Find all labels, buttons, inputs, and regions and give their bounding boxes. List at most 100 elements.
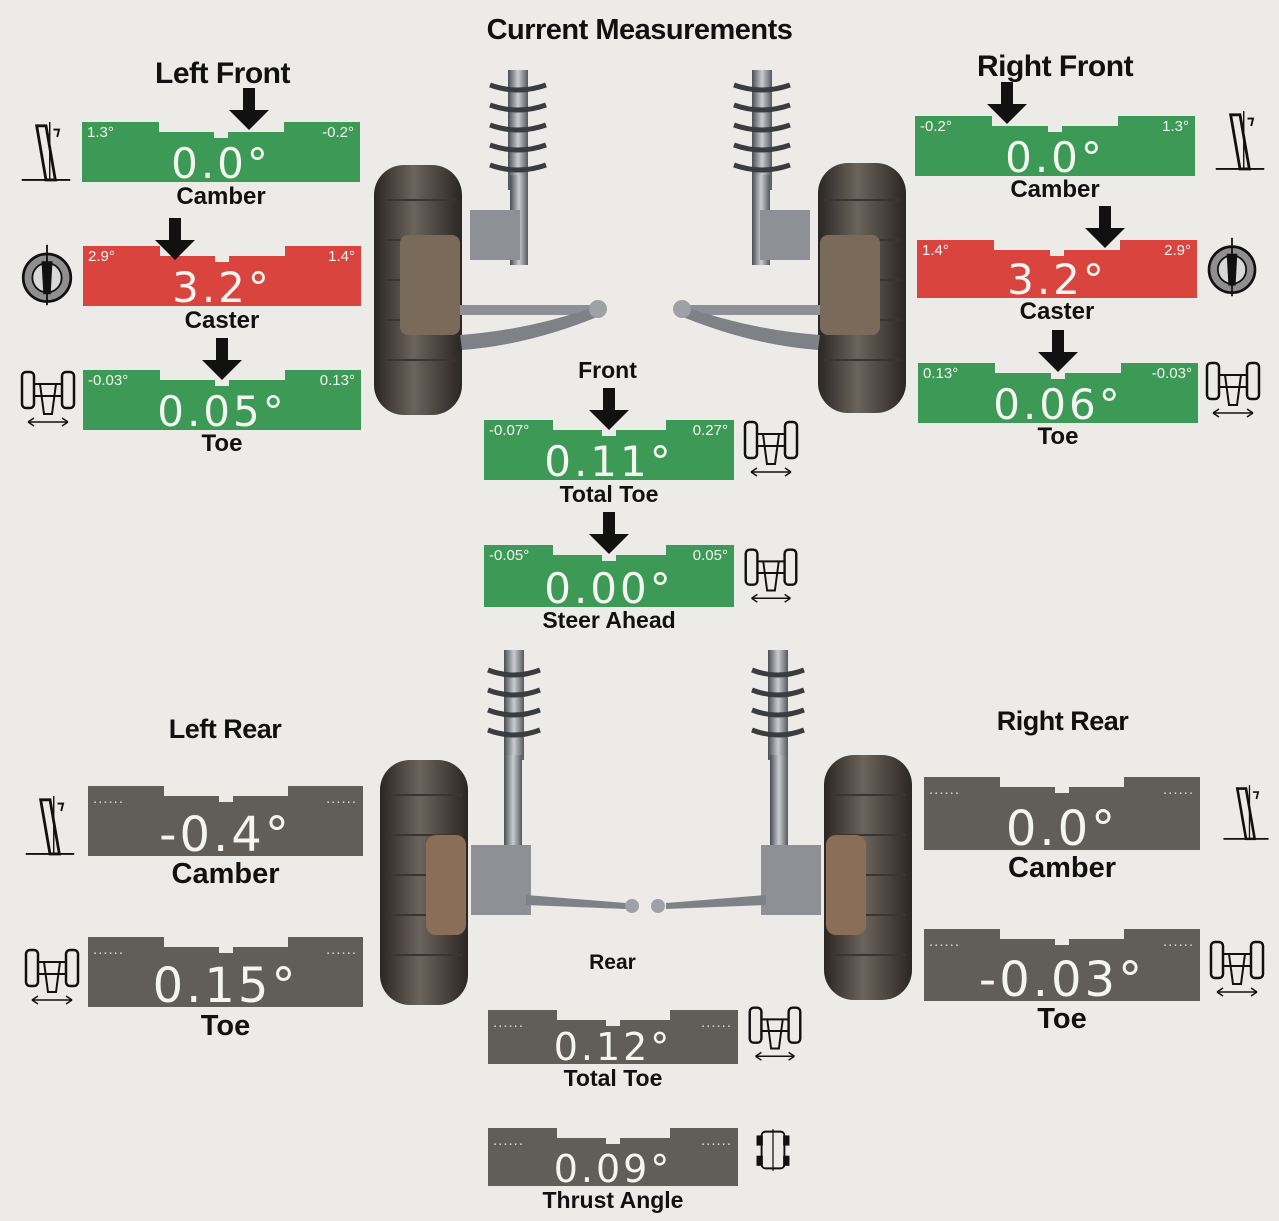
rear-total-toe-gauge: ............ 0.12° — [488, 1010, 738, 1069]
right-front-camber-gauge: -0.2°1.3°0.0° — [915, 116, 1195, 182]
rear-label: Rear — [589, 951, 636, 974]
left-rear-camber-min-limit: ...... — [93, 790, 125, 807]
right-front-caster-pointer-arrow — [1085, 206, 1125, 248]
left-front-caster-pointer-arrow — [155, 218, 195, 260]
toe-icon — [20, 370, 76, 427]
left-front-camber-pointer-arrow — [229, 88, 269, 130]
steer-ahead-label: Steer Ahead — [542, 607, 676, 633]
right-front-toe-min-limit: 0.13° — [923, 365, 959, 382]
right-rear-tire — [824, 755, 912, 1000]
front-total-toe-pointer-arrow — [589, 388, 629, 430]
rear-total-toe-icon — [748, 1006, 802, 1061]
thrust-angle-min-limit: ...... — [493, 1132, 525, 1149]
right-front-toe-gauge: 0.13° -0.03° 0.06° — [918, 363, 1198, 429]
steer-ahead-min-limit: -0.05° — [489, 547, 530, 564]
left-front-caster-max-limit: 1.4° — [328, 248, 355, 265]
right-front-camber-min-limit: -0.2° — [920, 118, 952, 135]
right-rear-camber-gauge: ............ 0.0° — [924, 777, 1200, 857]
front-total-toe-label: Total Toe — [559, 481, 659, 507]
right-rear-camber-value: 0.0° — [1005, 801, 1119, 857]
left-front-strut — [460, 70, 607, 350]
left-front-toe-pointer-arrow — [202, 338, 242, 380]
front-total-toe-min-limit: -0.07° — [489, 422, 530, 439]
right-rear-camber-min-limit: ...... — [929, 781, 961, 798]
left-rear-strut — [471, 650, 639, 915]
right-front-toe-pointer-arrow — [1038, 330, 1078, 372]
steer-ahead-icon — [744, 548, 798, 603]
toe-icon — [1205, 361, 1261, 418]
left-rear-toe-value: 0.15° — [152, 958, 299, 1014]
left-rear-toe-max-limit: ...... — [325, 941, 357, 958]
right-rear-camber-max-limit: ...... — [1162, 781, 1194, 798]
left-front-toe-value: 0.05° — [157, 387, 287, 436]
right-rear-title: Right Rear — [996, 706, 1129, 736]
left-front-caster-gauge: 2.9° 1.4° 3.2° — [83, 246, 361, 312]
front-total-toe-value: 0.11° — [544, 437, 674, 486]
right-front-strut — [673, 70, 820, 350]
left-front-camber-value: 0.0° — [171, 139, 271, 188]
right-front-toe-max-limit: -0.03° — [1151, 365, 1192, 382]
front-suspension-illustration — [374, 70, 906, 415]
left-front-toe-min-limit: -0.03° — [88, 372, 129, 389]
front-label: Front — [578, 357, 637, 383]
right-rear-camber-label: Camber — [1008, 852, 1116, 884]
toe-icon — [1209, 940, 1265, 997]
left-front-camber-max-limit: -0.2° — [322, 124, 354, 141]
left-front-caster-min-limit: 2.9° — [88, 248, 115, 265]
right-rear-toe-min-limit: ...... — [929, 933, 961, 950]
right-rear-toe-value: -0.03° — [978, 952, 1146, 1008]
rear-total-toe-value: 0.12° — [553, 1025, 673, 1069]
camber-icon — [1215, 111, 1265, 171]
left-front-toe-label: Toe — [201, 430, 243, 457]
camber-icon — [25, 796, 75, 856]
left-rear-camber-gauge: ............-0.4° — [88, 786, 363, 863]
rear-suspension-illustration — [380, 650, 912, 1005]
total-toe-icon — [743, 420, 799, 477]
thrust-angle-value: 0.09° — [553, 1147, 673, 1191]
front-total-toe-max-limit: 0.27° — [692, 422, 728, 439]
right-front-camber-value: 0.0° — [1005, 133, 1105, 182]
left-front-title: Left Front — [155, 57, 290, 90]
right-rear-toe-max-limit: ...... — [1162, 933, 1194, 950]
right-front-caster-label: Caster — [1019, 298, 1095, 325]
thrust-angle-label: Thrust Angle — [542, 1187, 684, 1213]
right-front-caster-value: 3.2° — [1007, 255, 1107, 304]
right-front-camber-pointer-arrow — [987, 82, 1027, 124]
front-total-toe-gauge: -0.07° 0.27° 0.11° — [484, 420, 734, 486]
right-front-caster-max-limit: 2.9° — [1164, 242, 1191, 259]
left-front-caster-value: 3.2° — [172, 263, 272, 312]
steer-ahead-pointer-arrow — [589, 512, 629, 554]
right-rear-toe-label: Toe — [1037, 1003, 1087, 1035]
page-title: Current Measurements — [486, 14, 793, 46]
caster-icon — [21, 244, 73, 306]
right-front-title: Right Front — [976, 50, 1134, 83]
caster-icon — [1207, 237, 1257, 297]
left-rear-toe-label: Toe — [200, 1010, 251, 1042]
rear-total-toe-label: Total Toe — [563, 1065, 663, 1091]
thrust-angle-gauge: ............ 0.09° — [488, 1128, 738, 1191]
right-front-caster-gauge: 1.4° 2.9° 3.2° — [917, 240, 1197, 304]
left-front-caster-label: Caster — [184, 307, 260, 334]
left-rear-tire — [380, 760, 468, 1005]
left-front-camber-label: Camber — [176, 183, 266, 210]
right-rear-toe-gauge: ............ -0.03° — [924, 929, 1200, 1008]
thrust-angle-icon — [756, 1129, 790, 1171]
right-rear-strut — [651, 650, 821, 915]
left-rear-camber-label: Camber — [171, 858, 280, 890]
rear-total-toe-min-limit: ...... — [493, 1014, 525, 1031]
left-rear-toe-min-limit: ...... — [93, 941, 125, 958]
toe-icon — [24, 948, 80, 1005]
right-front-caster-min-limit: 1.4° — [922, 242, 949, 259]
left-front-camber-min-limit: 1.3° — [87, 124, 114, 141]
right-front-camber-label: Camber — [1010, 176, 1100, 203]
left-front-camber-gauge: 1.3° -0.2° 0.0° — [82, 122, 360, 188]
left-front-toe-gauge: -0.03° 0.13° 0.05° — [83, 370, 361, 436]
thrust-angle-max-limit: ...... — [700, 1132, 732, 1149]
rear-total-toe-max-limit: ...... — [700, 1014, 732, 1031]
steer-ahead-value: 0.00° — [544, 564, 674, 613]
right-front-toe-value: 0.06° — [993, 380, 1123, 429]
left-rear-camber-value: -0.4° — [159, 807, 292, 863]
steer-ahead-max-limit: 0.05° — [692, 547, 728, 564]
left-front-toe-max-limit: 0.13° — [319, 372, 355, 389]
camber-icon — [21, 122, 71, 182]
